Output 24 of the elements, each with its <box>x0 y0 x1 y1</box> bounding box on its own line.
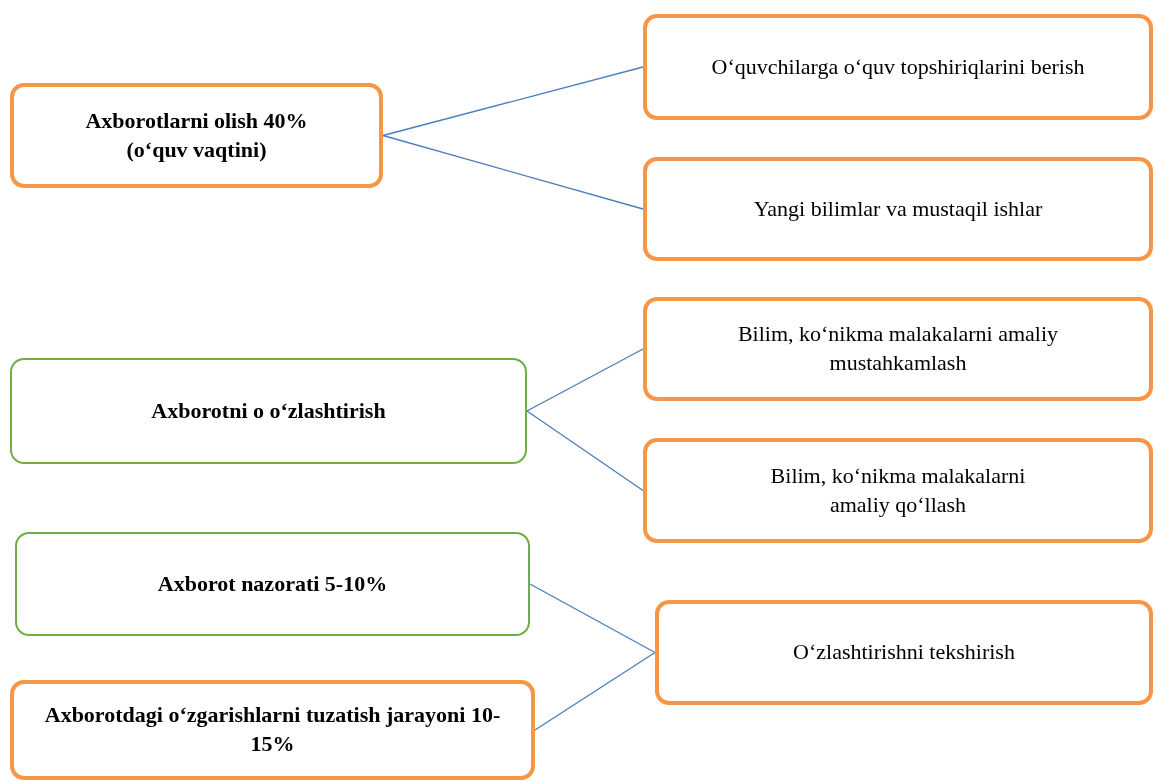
task-box <box>655 600 1153 705</box>
task-box <box>643 157 1153 261</box>
box-text: Axborotlarni olish 40% (o‘quv vaqtini) <box>84 106 309 164</box>
box-text: Bilim, ko‘nikma malakalarni amaliy qo‘llash <box>769 461 1027 519</box>
task-box <box>643 297 1153 401</box>
box-text: Bilim, ko‘nikma malakalarni amaliy mustahkamlash <box>736 320 1060 377</box>
box-text: Axborotdagi o‘zgarishlarni tuzatish jarayoni 10-15% <box>44 701 501 758</box>
box-text: Axborot nazorati 5-10% <box>157 569 388 598</box>
connector-line <box>529 583 656 654</box>
heading-box <box>15 532 530 636</box>
box-text: Axborotni o o‘zlashtirish <box>151 396 386 425</box>
connector-line <box>382 134 644 210</box>
heading-box <box>10 680 535 780</box>
connector-line <box>382 66 644 137</box>
task-box <box>643 438 1153 543</box>
heading-box <box>10 358 527 464</box>
task-box <box>643 14 1153 120</box>
heading-box <box>10 83 383 188</box>
connector-line <box>526 410 644 492</box>
box-text: O‘quvchilarga o‘quv topshiriqlarini berish <box>711 52 1085 81</box>
connector-line <box>534 651 656 731</box>
box-text: O‘zlashtirishni tekshirish <box>793 638 1015 667</box>
box-text: Yangi bilimlar va mustaqil ishlar <box>753 194 1043 223</box>
connector-line <box>526 348 644 412</box>
